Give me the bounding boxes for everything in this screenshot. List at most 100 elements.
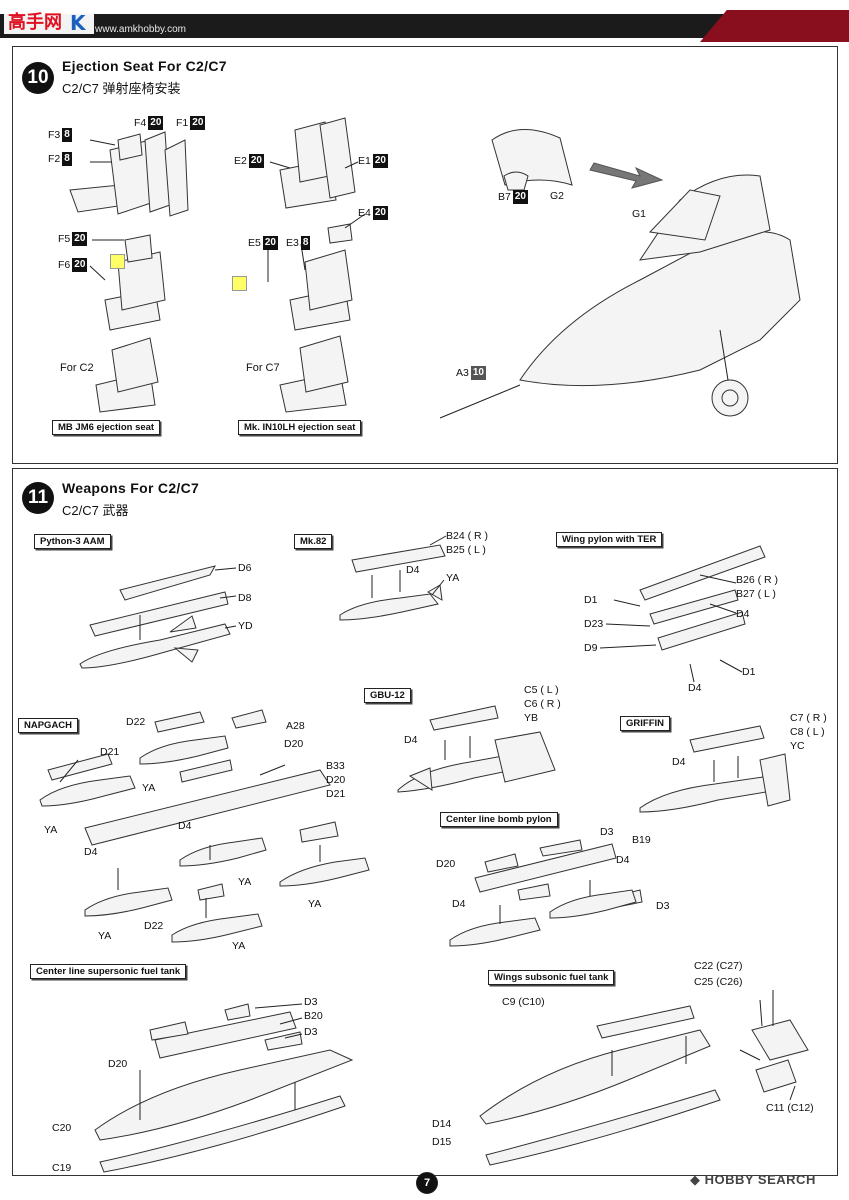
label-YA-nap-a: YA	[142, 782, 156, 794]
label-D6: D6	[238, 562, 252, 574]
step-11-subtitle: C2/C7 武器	[62, 503, 129, 518]
label-C8: C8 ( L )	[790, 726, 825, 738]
header-red-wedge	[700, 10, 849, 42]
label-D3-tank-b: D3	[304, 1026, 318, 1038]
page-number: 7	[416, 1172, 438, 1194]
group-label-center-line-supersonic-fuel-tank: Center line supersonic fuel tank	[30, 964, 187, 979]
label-D20-a: D20	[284, 738, 304, 750]
yellow-color-marker-c2	[110, 254, 125, 269]
brand-url: www.amkhobby.com	[95, 24, 186, 35]
label-B24: B24 ( R )	[446, 530, 489, 542]
label-YA-nap-b: YA	[44, 824, 58, 836]
label-D4-ter-b: D4	[688, 682, 702, 694]
label-C22: C22 (C27)	[694, 960, 743, 972]
step-10-title: Ejection Seat For C2/C7	[62, 58, 227, 74]
label-for-c7: For C7	[246, 362, 280, 374]
label-YA-nap-e: YA	[98, 930, 112, 942]
label-YD: YD	[238, 620, 253, 632]
label-YA-nap-d: YA	[308, 898, 322, 910]
label-D3-pylon-b: D3	[656, 900, 670, 912]
label-D1-ter-a: D1	[584, 594, 598, 606]
watermark: ◆ HOBBY SEARCH	[690, 1172, 816, 1187]
label-D4-pylon-b: D4	[452, 898, 466, 910]
label-for-c2: For C2	[60, 362, 94, 374]
yellow-color-marker-c7	[232, 276, 247, 291]
label-C11: C11 (C12)	[766, 1102, 814, 1114]
label-D21-a: D21	[100, 746, 120, 758]
hobbysearch-logo-icon: ◆	[690, 1172, 705, 1187]
label-C6: C6 ( R )	[524, 698, 561, 710]
step-11-title: Weapons For C2/C7	[62, 480, 200, 496]
label-D9: D9	[584, 642, 598, 654]
label-D4-nap-a: D4	[178, 820, 192, 832]
label-D20-pylon: D20	[436, 858, 456, 870]
label-D3-tank-a: D3	[304, 996, 318, 1008]
label-C20: C20	[52, 1122, 72, 1134]
header-black-band	[0, 14, 780, 38]
label-D22-a: D22	[126, 716, 146, 728]
box-label-c7-seat: Mk. IN10LH ejection seat	[238, 420, 362, 435]
label-YA-nap-c: YA	[238, 876, 252, 888]
label-YA-mk82: YA	[446, 572, 460, 584]
header-bar: 高手网 K	[0, 0, 849, 44]
group-label-center-line-bomb-pylon: Center line bomb pylon	[440, 812, 558, 827]
label-C19: C19	[52, 1162, 72, 1174]
label-D4-griffin: D4	[672, 756, 686, 768]
step-10-number: 10	[22, 62, 54, 94]
group-label-mk82: Mk.82	[294, 534, 333, 549]
group-label-wings-subsonic-fuel-tank: Wings subsonic fuel tank	[488, 970, 615, 985]
label-B19: B19	[632, 834, 651, 846]
group-label-python-3: Python-3 AAM	[34, 534, 111, 549]
label-B33: B33	[326, 760, 345, 772]
label-D15: D15	[432, 1136, 452, 1148]
group-label-griffin: GRIFFIN	[620, 716, 670, 731]
label-D3-pylon-a: D3	[600, 826, 614, 838]
svg-text:K: K	[70, 11, 87, 35]
group-label-wing-pylon-ter: Wing pylon with TER	[556, 532, 663, 547]
label-B27: B27 ( L )	[736, 588, 776, 600]
label-D20-tank: D20	[108, 1058, 128, 1070]
label-D4-ter-a: D4	[736, 608, 750, 620]
label-D1-ter-b: D1	[742, 666, 756, 678]
label-D4-pylon-a: D4	[616, 854, 630, 866]
seat-illustrations	[69, 117, 801, 419]
label-C5: C5 ( L )	[524, 684, 559, 696]
step-11-number: 11	[22, 482, 54, 514]
label-D8: D8	[238, 592, 252, 604]
label-C9: C9 (C10)	[502, 996, 545, 1008]
group-label-gbu-12: GBU-12	[364, 688, 411, 703]
logo-text: 高手网	[8, 11, 62, 33]
label-YA-nap-f: YA	[232, 940, 246, 952]
label-B26: B26 ( R )	[736, 574, 779, 586]
box-label-c2-seat: MB JM6 ejection seat	[52, 420, 161, 435]
label-C7: C7 ( R )	[790, 712, 827, 724]
label-D4-gbu: D4	[404, 734, 418, 746]
label-D23: D23	[584, 618, 604, 630]
label-D21-b: D21	[326, 788, 346, 800]
site-logo-icon: 高手网 K	[4, 8, 94, 35]
step-10-subtitle: C2/C7 弹射座椅安装	[62, 81, 181, 96]
label-D20-b: D20	[326, 774, 346, 786]
label-G1: G1	[632, 208, 647, 220]
group-label-napgach: NAPGACH	[18, 718, 79, 733]
label-D4-nap-b: D4	[84, 846, 98, 858]
label-YB: YB	[524, 712, 539, 724]
label-C25: C25 (C26)	[694, 976, 743, 988]
label-B25: B25 ( L )	[446, 544, 486, 556]
label-YC: YC	[790, 740, 805, 752]
label-D22-b: D22	[144, 920, 164, 932]
